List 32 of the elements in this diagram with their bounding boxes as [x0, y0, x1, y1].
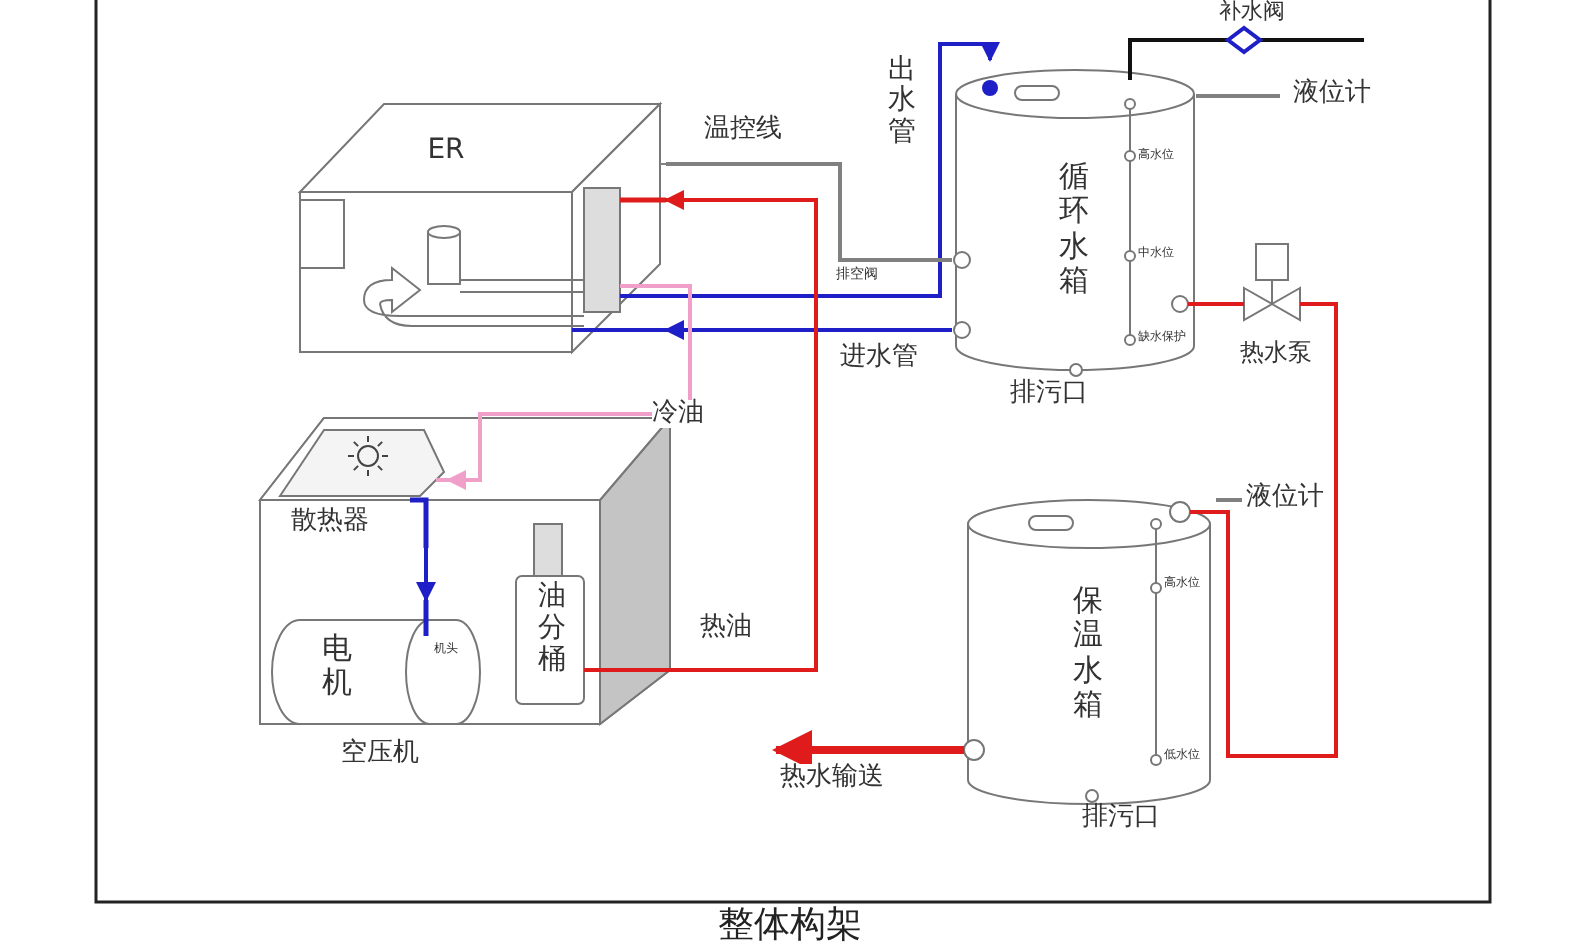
pipe: [664, 320, 952, 340]
motor-label: 电机: [320, 632, 354, 701]
leader-line: [1216, 498, 1242, 502]
pipe: [1196, 302, 1224, 306]
pipe: [772, 730, 964, 770]
pipe: [592, 190, 818, 672]
valve-label: 补水阀: [1217, 0, 1287, 26]
drain-label: 排污口: [1082, 804, 1160, 833]
unit-label: ER: [425, 134, 467, 167]
tank-label: 保温水箱: [1071, 584, 1105, 722]
pipe: [1128, 38, 1192, 60]
edge-label: 热水输送: [780, 764, 884, 793]
edge-label: 热油: [700, 614, 752, 643]
tank-label: 循环水箱: [1057, 160, 1091, 298]
edge-label: 冷油: [652, 400, 704, 429]
edge-label: 出水管: [888, 56, 919, 149]
edge-label: 进水管: [840, 344, 918, 373]
pipe: [1216, 302, 1338, 758]
leader-line: [1196, 94, 1280, 98]
compressor-label: 空压机: [339, 740, 421, 770]
pipe: [446, 284, 692, 490]
pipe: [666, 162, 952, 262]
separator-label: 油分桶: [536, 580, 568, 677]
pipe: [666, 42, 1000, 298]
pump-label: 热水泵: [1238, 340, 1314, 368]
level-gauge-label: 液位计: [1242, 484, 1328, 520]
radiator-label: 散热器: [289, 508, 371, 538]
edge-label: 温控线: [704, 116, 782, 145]
drain-label: 排污口: [1010, 380, 1088, 409]
level-gauge-label: 液位计: [1280, 80, 1384, 116]
pipe: [416, 548, 436, 602]
title: 整体构架: [716, 906, 864, 946]
